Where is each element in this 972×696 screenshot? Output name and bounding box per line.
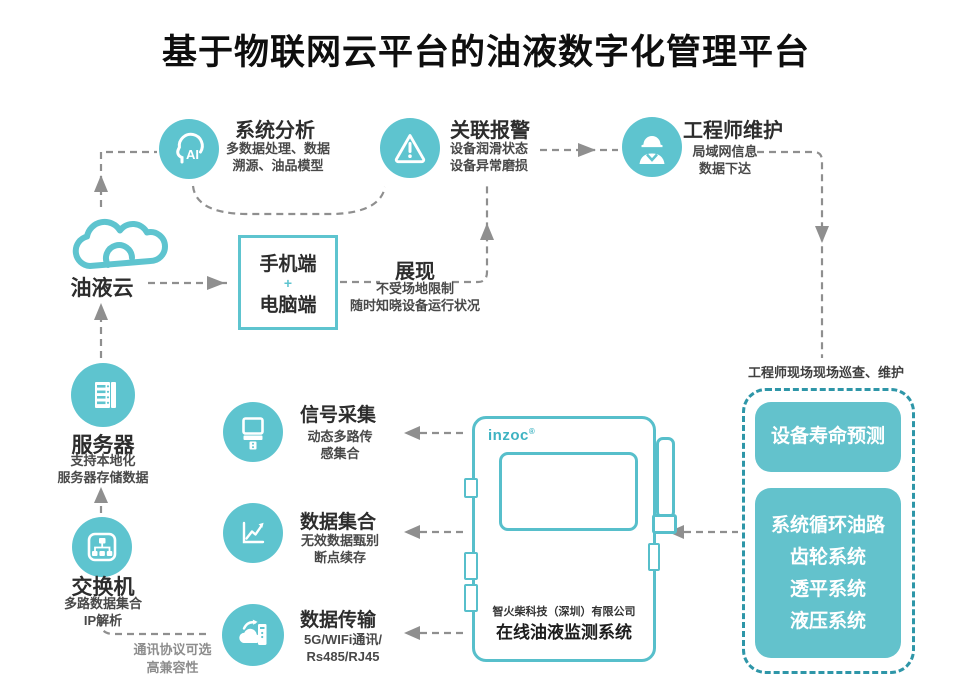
switch-title: 交换机	[71, 576, 135, 599]
arrow-up-cloud-analysis	[94, 175, 108, 192]
life-prediction-pill: 设备寿命预测	[755, 402, 901, 472]
antenna-mount	[652, 514, 677, 534]
cloud-icon	[62, 214, 174, 277]
terminal-box: 手机端 + 电脑端	[238, 235, 338, 330]
terminal-pc-label: 电脑端	[259, 294, 317, 316]
systems-pill: 系统循环油路 齿轮系统 透平系统 液压系统	[755, 488, 901, 658]
alarm-title: 关联报警	[450, 120, 530, 142]
arrow-left-to-aggregation	[404, 525, 420, 539]
svg-text:AI: AI	[186, 147, 199, 162]
ai-head-icon: AI	[159, 119, 219, 179]
server-desc: 支持本地化 服务器存储数据	[57, 453, 149, 485]
arrow-left-to-transmission	[404, 626, 420, 640]
wire-analysis-to-alarm-curve	[191, 185, 387, 216]
display-title: 展现	[395, 261, 435, 283]
signal-title: 信号采集	[300, 405, 377, 426]
aggregation-title: 数据集合	[300, 512, 377, 533]
device-side-tab	[648, 543, 660, 571]
prediction-panel	[742, 388, 915, 674]
warning-triangle-icon	[380, 118, 440, 178]
server-title: 服务器	[71, 434, 135, 457]
transmission-title: 数据传输	[300, 610, 377, 631]
site-inspection-note: 工程师现场现场巡查、维护	[747, 365, 904, 380]
sensor-icon	[223, 402, 283, 462]
page-title: 基于物联网云平台的油液数字化管理平台	[161, 33, 810, 72]
engineer-desc: 局域网信息 数据下达	[692, 144, 758, 176]
arrow-right-alarm-engineer	[578, 143, 596, 157]
switch-desc: 多路数据集合 IP解析	[63, 596, 142, 628]
arrow-up-switch-server	[94, 487, 108, 503]
arrow-up-display-alarm	[480, 223, 494, 240]
analysis-title: 系统分析	[235, 120, 315, 142]
chart-up-icon	[223, 503, 283, 563]
arrow-up-to-cloud	[94, 303, 108, 320]
aggregation-desc: 无效数据甄别 断点续存	[300, 533, 379, 565]
wire-cloud-to-analysis	[99, 150, 157, 207]
device-company: 智火柴科技（深圳）有限公司	[492, 606, 636, 618]
system-item: 透平系统	[789, 579, 866, 600]
network-switch-icon	[72, 517, 132, 577]
arrow-left-to-signal	[404, 426, 420, 440]
arrow-right-cloud-box	[207, 276, 225, 290]
device-screen	[499, 452, 638, 531]
device-clip	[464, 584, 478, 612]
server-rack-icon	[71, 363, 135, 427]
device-clip	[464, 552, 478, 580]
system-item: 系统循环油路	[770, 515, 885, 536]
cloud-upload-icon	[222, 604, 284, 666]
analysis-desc: 多数据处理、数据 溯源、油品模型	[225, 141, 330, 173]
monitoring-device: inzoc® 智火柴科技（深圳）有限公司 在线油液监测系统	[472, 416, 656, 662]
device-antenna	[656, 437, 675, 519]
terminal-mobile-label: 手机端	[259, 253, 317, 275]
engineer-helmet-icon	[622, 117, 682, 177]
alarm-desc: 设备润滑状态 设备异常磨损	[449, 141, 528, 173]
arrow-down-engineer	[815, 226, 829, 243]
system-item: 液压系统	[789, 611, 866, 632]
device-brand-logo: inzoc®	[488, 427, 536, 444]
device-product: 在线油液监测系统	[496, 623, 632, 642]
device-clip	[464, 478, 478, 498]
signal-desc: 动态多路传 感集合	[307, 429, 373, 461]
wire-engineer-down	[757, 150, 824, 358]
switch-note: 通讯协议可选 高兼容性	[133, 642, 212, 675]
registered-mark: ®	[528, 427, 536, 436]
display-desc: 不受场地限制 随时知晓设备运行状况	[349, 281, 480, 313]
plus-sign: +	[283, 274, 293, 291]
transmission-desc: 5G/WIFi通讯/ Rs485/RJ45	[303, 632, 382, 664]
engineer-title: 工程师维护	[683, 120, 783, 142]
system-item: 齿轮系统	[789, 547, 866, 568]
cloud-title: 油液云	[70, 277, 134, 300]
